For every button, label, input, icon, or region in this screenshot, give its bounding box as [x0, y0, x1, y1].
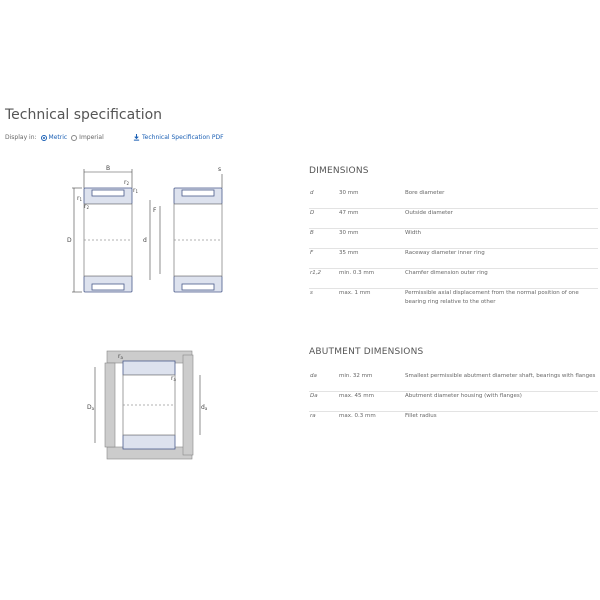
row-description: Bore diameter — [405, 190, 445, 196]
row-description: Permissible axial displacement from the … — [405, 290, 579, 305]
imperial-radio[interactable] — [71, 134, 78, 141]
row-description: Raceway diameter inner ring — [405, 250, 485, 256]
row-symbol: r1,2 — [310, 270, 322, 276]
label-s: s — [218, 166, 221, 173]
table-row: s max. 1 mm Permissible axial displaceme… — [309, 289, 598, 315]
label-Da: Da — [87, 404, 95, 411]
pdf-link-label: Technical Specification PDF — [142, 134, 224, 141]
dimensions-table: d 30 mm Bore diameter D 47 mm Outside di… — [309, 189, 598, 315]
row-value: 30 mm — [339, 230, 359, 236]
housing — [104, 350, 194, 460]
label-B: B — [106, 165, 110, 172]
metric-radio[interactable] — [40, 134, 47, 141]
row-symbol: Da — [310, 393, 318, 399]
table-row: d 30 mm Bore diameter — [309, 189, 598, 209]
row-symbol: B — [310, 230, 314, 236]
download-icon — [133, 134, 140, 141]
page-title: Technical specification — [5, 107, 163, 123]
display-label: Display in: — [5, 134, 37, 141]
label-r2-left: r2 — [84, 203, 89, 210]
abutment-title: ABUTMENT DIMENSIONS — [309, 347, 424, 357]
table-row: ra max. 0.3 mm Fillet radius — [309, 412, 598, 431]
abutment-drawing: ra ra Da da — [87, 350, 208, 460]
row-description: Smallest permissible abutment diameter s… — [405, 373, 596, 379]
metric-label[interactable]: Metric — [48, 134, 68, 141]
table-row: B 30 mm Width — [309, 229, 598, 249]
row-value: 35 mm — [339, 250, 359, 256]
row-description: Outside diameter — [405, 210, 453, 216]
row-value: max. 0.3 mm — [339, 413, 376, 419]
row-value: 47 mm — [339, 210, 359, 216]
bearing-dimension-drawing: B r2 r1 r1 r2 D d F s — [67, 165, 223, 293]
label-ra-top: ra — [118, 353, 123, 360]
row-symbol: da — [310, 373, 317, 379]
table-row: D 47 mm Outside diameter — [309, 209, 598, 229]
row-value: min. 32 mm — [339, 373, 373, 379]
row-description: Width — [405, 230, 421, 236]
table-row: F 35 mm Raceway diameter inner ring — [309, 249, 598, 269]
row-symbol: D — [310, 210, 315, 216]
label-d: d — [143, 237, 147, 244]
label-ra-right: ra — [171, 375, 176, 382]
table-row: da min. 32 mm Smallest permissible abutm… — [309, 372, 598, 392]
label-r2: r2 — [124, 179, 129, 186]
row-symbol: d — [310, 190, 314, 196]
row-value: min. 0.3 mm — [339, 270, 375, 276]
table-row: Da max. 45 mm Abutment diameter housing … — [309, 392, 598, 412]
row-value: 30 mm — [339, 190, 359, 196]
label-F: F — [153, 207, 157, 214]
label-da: da — [201, 404, 208, 411]
row-description: Fillet radius — [405, 413, 437, 419]
row-symbol: ra — [310, 413, 316, 419]
dimensions-title: DIMENSIONS — [309, 166, 369, 176]
row-value: max. 45 mm — [339, 393, 374, 399]
imperial-label[interactable]: Imperial — [79, 134, 104, 141]
table-row: r1,2 min. 0.3 mm Chamfer dimension outer… — [309, 269, 598, 289]
row-description: Abutment diameter housing (with flanges) — [405, 393, 522, 399]
row-symbol: F — [310, 250, 314, 256]
unit-selector: Display in: Metric Imperial — [5, 134, 104, 141]
label-r1: r1 — [133, 187, 138, 194]
row-description: Chamfer dimension outer ring — [405, 270, 488, 276]
label-r1-left: r1 — [77, 195, 82, 202]
bearing-section-left — [83, 187, 133, 293]
row-value: max. 1 mm — [339, 290, 371, 296]
pdf-download-link[interactable]: Technical Specification PDF — [133, 134, 224, 141]
abutment-bearing — [122, 360, 176, 450]
label-D: D — [67, 237, 72, 244]
bearing-section-right — [173, 187, 223, 293]
abutment-table: da min. 32 mm Smallest permissible abutm… — [309, 372, 598, 431]
row-symbol: s — [310, 290, 313, 296]
